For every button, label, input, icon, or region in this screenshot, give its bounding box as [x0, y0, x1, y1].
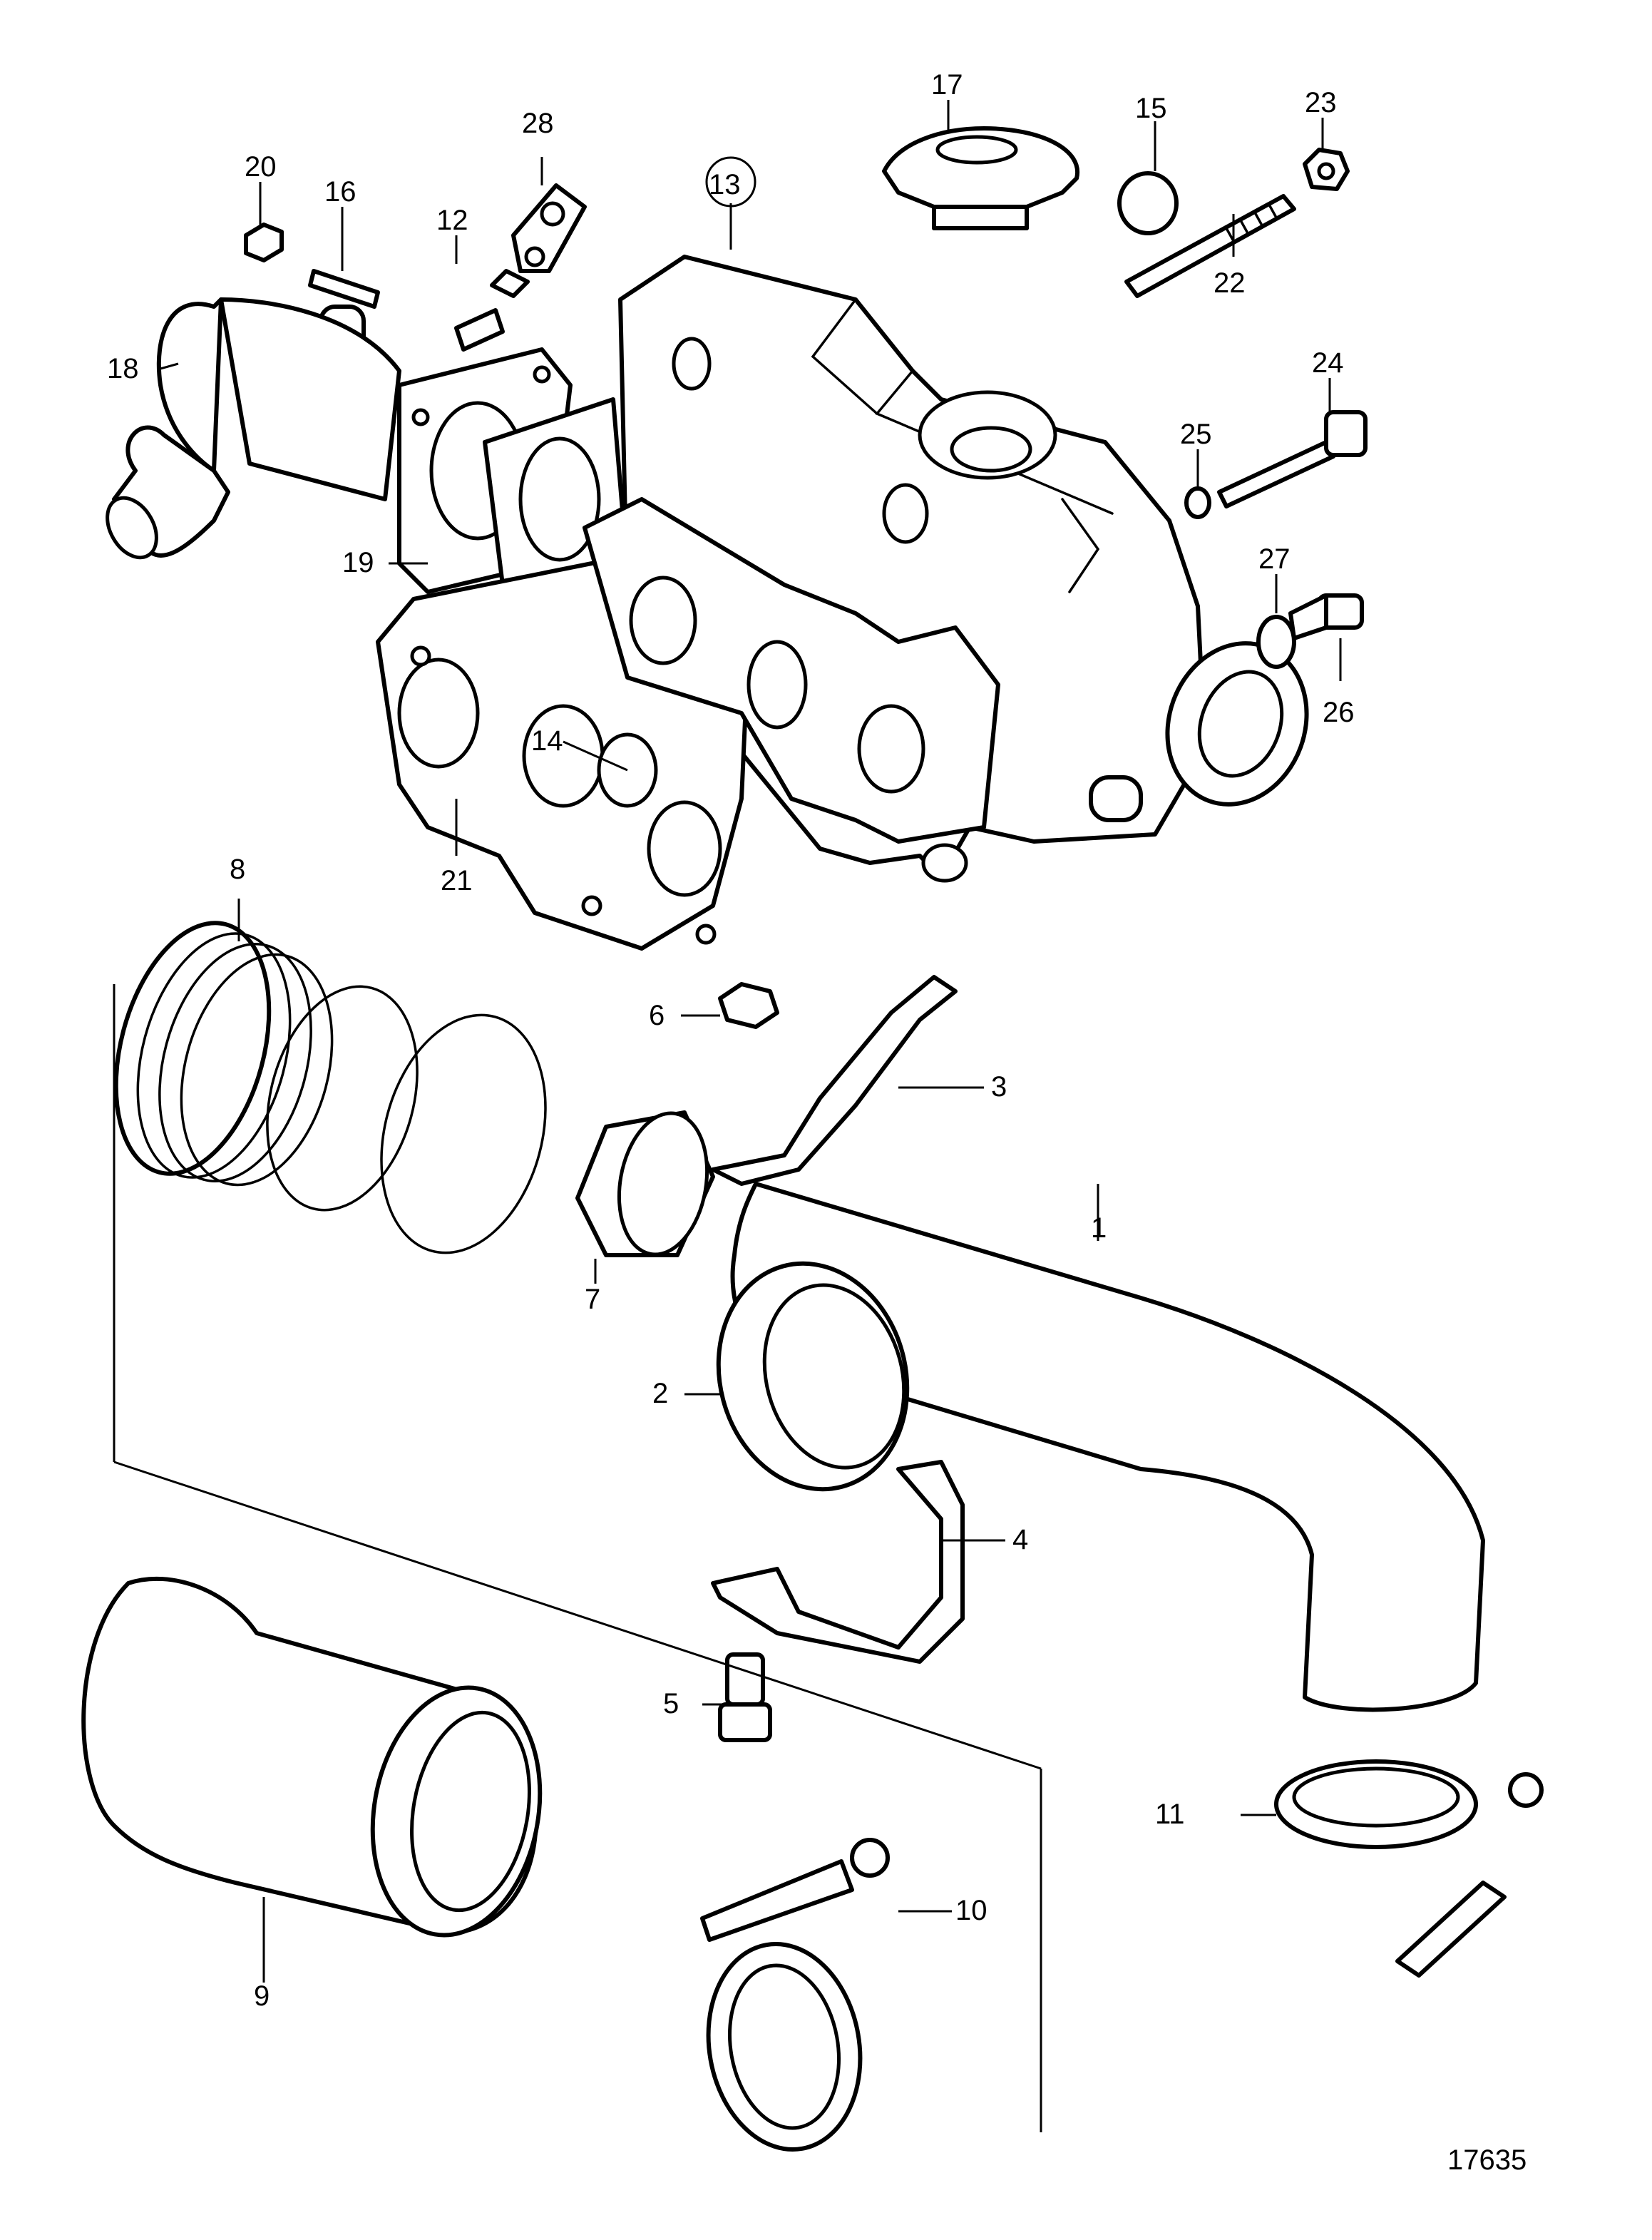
sleeve-tube-part-9: [81, 1576, 543, 1938]
flange-gasket-part-19: [397, 347, 630, 615]
callout-21: 21: [441, 865, 473, 896]
gasket-rear-part-13a: [583, 497, 1000, 844]
callout-9: 9: [254, 1980, 270, 2012]
callout-6: 6: [649, 1000, 665, 1031]
bolt-part-24: [1217, 410, 1368, 508]
sleeve-part-7: [575, 1110, 715, 1257]
exhaust-pipe-part-1: [730, 1182, 1485, 1712]
drain-plug-part-26: [1288, 593, 1364, 640]
washer-part-27: [1256, 615, 1296, 669]
callout-22: 22: [1214, 267, 1246, 299]
callout-3: 3: [991, 1071, 1007, 1103]
nut-part-23: [1303, 148, 1350, 191]
washer-part-25: [1184, 486, 1211, 519]
gasket-part-28: [511, 183, 587, 273]
figure-number: 17635: [1447, 2144, 1527, 2176]
callout-4: 4: [1012, 1524, 1028, 1555]
callout-8: 8: [230, 854, 245, 885]
callout-7: 7: [585, 1284, 600, 1315]
callout-13: 13: [709, 169, 741, 200]
callout-1: 1: [1091, 1212, 1107, 1244]
callout-10: 10: [955, 1895, 987, 1926]
callout-16: 16: [324, 176, 356, 208]
callout-20: 20: [245, 151, 277, 183]
callout-labels: 1 2 3 4 5 6 7 8 9 10 11 12 13 14 15 16 1…: [107, 69, 1527, 2176]
nut-part-20: [244, 223, 284, 262]
callout-24: 24: [1312, 347, 1344, 379]
bolt-part-5: [718, 1652, 772, 1742]
hose-clamp-part-11: [1274, 1759, 1544, 1978]
callout-14: 14: [531, 725, 563, 757]
callout-12: 12: [436, 205, 468, 236]
callout-11: 11: [1155, 1799, 1185, 1830]
callout-23: 23: [1305, 87, 1337, 118]
callout-17: 17: [931, 69, 963, 101]
bolt-part-12: [454, 269, 530, 352]
plug-part-15: [1117, 171, 1179, 235]
filler-cap-part-17: [882, 126, 1080, 230]
callout-5: 5: [663, 1688, 679, 1719]
leader-lines: [113, 100, 1342, 2132]
upper-bracket-part-3: [711, 975, 958, 1186]
callout-15: 15: [1135, 93, 1167, 124]
callout-27: 27: [1258, 543, 1291, 575]
nut-part-6: [718, 982, 779, 1029]
callout-28: 28: [522, 108, 554, 139]
lower-bracket-part-4: [711, 1460, 965, 1664]
stud-part-22: [1124, 194, 1296, 298]
rubber-ring-part-2: [716, 1261, 910, 1492]
callout-26: 26: [1323, 697, 1355, 728]
callout-18: 18: [107, 353, 139, 384]
callout-13-circle: [705, 156, 756, 208]
callout-19: 19: [342, 547, 374, 578]
spiral-hose-part-8: [113, 921, 547, 1254]
callout-25: 25: [1180, 419, 1212, 450]
callout-2: 2: [652, 1378, 668, 1409]
hose-clamp-part-10: [700, 1838, 890, 2152]
stud-part-16: [308, 269, 380, 309]
exhaust-elbow-part-18: [106, 297, 401, 560]
